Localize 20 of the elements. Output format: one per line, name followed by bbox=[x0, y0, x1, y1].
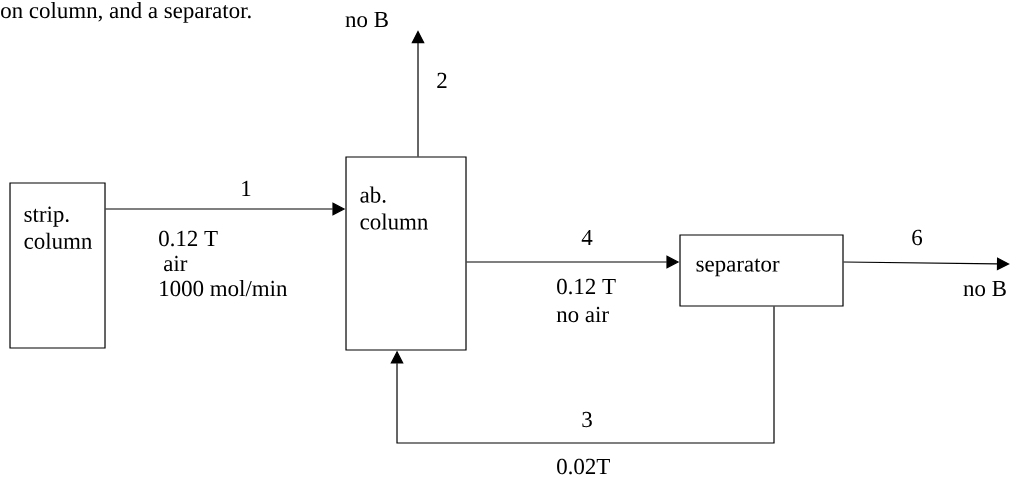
stream-label: no air bbox=[556, 306, 609, 323]
arrow bbox=[390, 306, 775, 444]
process-box: separator bbox=[679, 234, 844, 307]
stream-label: 0.02T bbox=[557, 458, 610, 475]
stream-label: 1000 mol/min bbox=[160, 280, 288, 297]
arrow bbox=[843, 257, 1010, 271]
arrow bbox=[411, 30, 425, 157]
edge-label: 2 bbox=[435, 71, 449, 89]
edge-label: 3 bbox=[580, 410, 594, 429]
edge-label: 4 bbox=[580, 228, 594, 246]
process-box: strip. column bbox=[9, 182, 106, 349]
stream-label: no B bbox=[963, 281, 1006, 297]
stream-label: on column, and a separator. bbox=[1, 2, 251, 23]
stream-label: air bbox=[164, 255, 188, 272]
stream-label: 0.12 T bbox=[557, 278, 616, 295]
edge-label: 1 bbox=[239, 179, 253, 197]
stream-label: no B bbox=[345, 12, 388, 28]
edge-label: 6 bbox=[910, 228, 924, 247]
process-box: ab. column bbox=[345, 156, 467, 351]
stream-label: 0.12 T bbox=[159, 230, 218, 247]
